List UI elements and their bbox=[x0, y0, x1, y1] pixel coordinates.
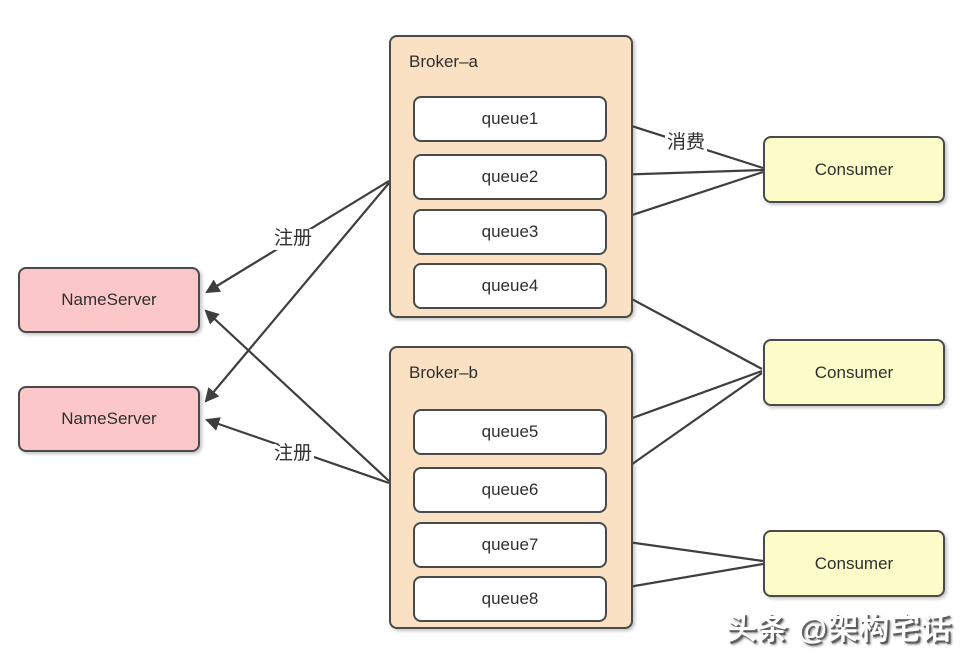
edge-consumer-2-to-queue5 bbox=[613, 369, 763, 427]
queue5-label: queue5 bbox=[481, 422, 539, 441]
broker-b-title: Broker–b bbox=[409, 363, 478, 382]
consumer-2-node: Consumer bbox=[763, 339, 945, 406]
broker-b-node: Broker–b queue5 queue6 queue7 queue8 bbox=[389, 346, 633, 629]
edge-broker-a-to-nameserver-2 bbox=[204, 182, 390, 403]
queue1-label: queue1 bbox=[481, 109, 539, 128]
queue3-label: queue3 bbox=[481, 222, 539, 241]
edge-consumer-1-to-queue2 bbox=[609, 167, 764, 182]
consumer-3-label: Consumer bbox=[814, 553, 894, 573]
consumer-2-label: Consumer bbox=[814, 362, 894, 382]
queue1-node: queue1 bbox=[413, 96, 607, 142]
watermark-text: 头条 @架构宅话 bbox=[726, 613, 952, 646]
edge-consumer-3-to-queue8 bbox=[614, 562, 764, 594]
edge-consumer-2-to-queue4 bbox=[613, 288, 763, 370]
broker-a-node: Broker–a queue1 queue2 queue3 queue4 bbox=[389, 35, 633, 318]
edge-consumer-3-to-queue7 bbox=[611, 534, 764, 563]
register-label-broker-b: 注册 bbox=[272, 443, 315, 465]
queue6-node: queue6 bbox=[413, 467, 607, 513]
queue2-node: queue2 bbox=[413, 154, 607, 200]
queue7-label: queue7 bbox=[481, 535, 539, 554]
nameserver-2-node: NameServer bbox=[18, 386, 200, 452]
queue5-node: queue5 bbox=[413, 409, 607, 455]
queue7-node: queue7 bbox=[413, 522, 607, 568]
nameserver-2-label: NameServer bbox=[61, 409, 157, 428]
queue6-label: queue6 bbox=[481, 480, 539, 499]
consume-label: 消费 bbox=[665, 132, 708, 154]
queue4-node: queue4 bbox=[413, 263, 607, 309]
queue2-label: queue2 bbox=[481, 167, 539, 186]
nameserver-1-node: NameServer bbox=[18, 267, 200, 333]
queue8-label: queue8 bbox=[481, 589, 539, 608]
consumer-3-node: Consumer bbox=[763, 530, 945, 597]
nameserver-1-label: NameServer bbox=[61, 290, 157, 309]
edge-broker-b-to-nameserver-1 bbox=[204, 309, 390, 482]
broker-a-title: Broker–a bbox=[409, 52, 478, 71]
register-label-broker-a: 注册 bbox=[272, 228, 315, 250]
queue8-node: queue8 bbox=[413, 576, 607, 622]
edge-consumer-2-to-queue6 bbox=[616, 372, 763, 476]
consumer-1-node: Consumer bbox=[763, 136, 945, 203]
queue3-node: queue3 bbox=[413, 209, 607, 255]
consumer-1-label: Consumer bbox=[814, 159, 894, 179]
edge-consumer-1-to-queue3 bbox=[611, 170, 764, 224]
queue4-label: queue4 bbox=[481, 276, 539, 295]
